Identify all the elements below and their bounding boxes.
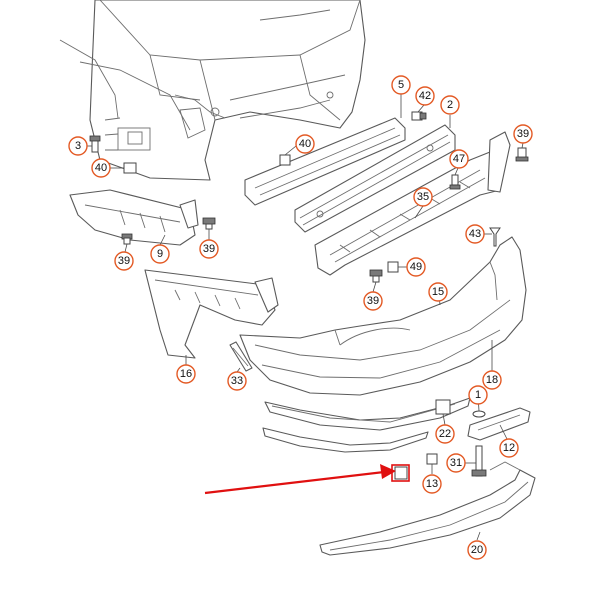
nut-49-icon (387, 261, 399, 273)
rear-diffuser (319, 461, 536, 556)
screw-39-guide-icon (202, 217, 216, 230)
callout-40-left[interactable]: 40 (91, 158, 111, 178)
callout-label: 13 (426, 478, 438, 490)
washer-1-icon (472, 410, 486, 418)
callout-3[interactable]: 3 (68, 136, 88, 156)
callout-label: 9 (157, 248, 163, 260)
callout-label: 49 (410, 261, 422, 273)
callout-label: 47 (453, 153, 465, 165)
callout-1[interactable]: 1 (468, 385, 488, 405)
callout-40-center[interactable]: 40 (295, 134, 315, 154)
clip-22-icon (435, 399, 451, 415)
callout-18[interactable]: 18 (482, 370, 502, 390)
callout-39-top-right[interactable]: 39 (513, 124, 533, 144)
callout-16[interactable]: 16 (176, 364, 196, 384)
center-guide-bracket (314, 131, 511, 276)
screw-47-icon (449, 174, 461, 190)
screw-39-left-icon (121, 233, 133, 245)
callout-20[interactable]: 20 (467, 540, 487, 560)
callout-label: 40 (95, 162, 107, 174)
callout-label: 39 (517, 128, 529, 140)
callout-label: 39 (203, 243, 215, 255)
screw-42-icon (411, 111, 427, 121)
fasteners (89, 111, 529, 480)
callout-label: 40 (299, 138, 311, 150)
callout-label: 39 (118, 255, 130, 267)
bumper-reinforcement (294, 124, 456, 233)
callout-label: 39 (367, 295, 379, 307)
callout-42[interactable]: 42 (415, 86, 435, 106)
callout-31[interactable]: 31 (446, 453, 466, 473)
clip-highlight-icon (394, 466, 408, 480)
callout-39-guide[interactable]: 39 (199, 239, 219, 259)
callout-47[interactable]: 47 (449, 149, 469, 169)
callout-39-center[interactable]: 39 (363, 291, 383, 311)
spoiler-trim (262, 427, 429, 453)
leader-lines (86, 94, 524, 541)
highlighted-part-marker[interactable] (391, 464, 410, 482)
callout-label: 16 (180, 368, 192, 380)
callout-label: 1 (475, 389, 481, 401)
callout-label: 22 (439, 428, 451, 440)
screw-43-icon (489, 227, 501, 247)
screw-3-icon (89, 135, 101, 153)
pointer-arrow (204, 464, 396, 495)
callout-9[interactable]: 9 (150, 244, 170, 264)
bumper-cover (239, 236, 527, 396)
callout-12[interactable]: 12 (499, 438, 519, 458)
callout-label: 35 (417, 191, 429, 203)
callout-label: 33 (231, 375, 243, 387)
callout-label: 18 (486, 374, 498, 386)
bolt-31-icon (471, 445, 487, 477)
callout-13[interactable]: 13 (422, 474, 442, 494)
callout-label: 15 (432, 286, 444, 298)
impact-absorber (244, 117, 406, 206)
callout-label: 43 (469, 228, 481, 240)
callout-label: 20 (471, 544, 483, 556)
callout-label: 2 (447, 99, 453, 111)
callout-label: 42 (419, 90, 431, 102)
callout-49[interactable]: 49 (406, 257, 426, 277)
screw-39-top-right-icon (515, 147, 529, 162)
lower-trim-strip (264, 397, 471, 431)
callout-15[interactable]: 15 (428, 282, 448, 302)
left-side-guide (69, 189, 199, 246)
callout-22[interactable]: 22 (435, 424, 455, 444)
callout-43[interactable]: 43 (465, 224, 485, 244)
callout-5[interactable]: 5 (391, 75, 411, 95)
callout-35[interactable]: 35 (413, 187, 433, 207)
callout-39-left[interactable]: 39 (114, 251, 134, 271)
callout-label: 3 (75, 140, 81, 152)
side-mount-bracket (467, 407, 531, 441)
callout-label: 12 (503, 442, 515, 454)
callout-label: 5 (398, 79, 404, 91)
left-bumper-bracket (144, 269, 279, 359)
trim-clip (229, 341, 253, 372)
screw-39-center-icon (369, 269, 383, 283)
callout-label: 31 (450, 457, 462, 469)
clip-40-center-icon (279, 154, 291, 166)
callout-33[interactable]: 33 (227, 371, 247, 391)
nut-40-left-icon (123, 162, 137, 174)
callout-2[interactable]: 2 (440, 95, 460, 115)
nut-13-icon (426, 453, 438, 465)
